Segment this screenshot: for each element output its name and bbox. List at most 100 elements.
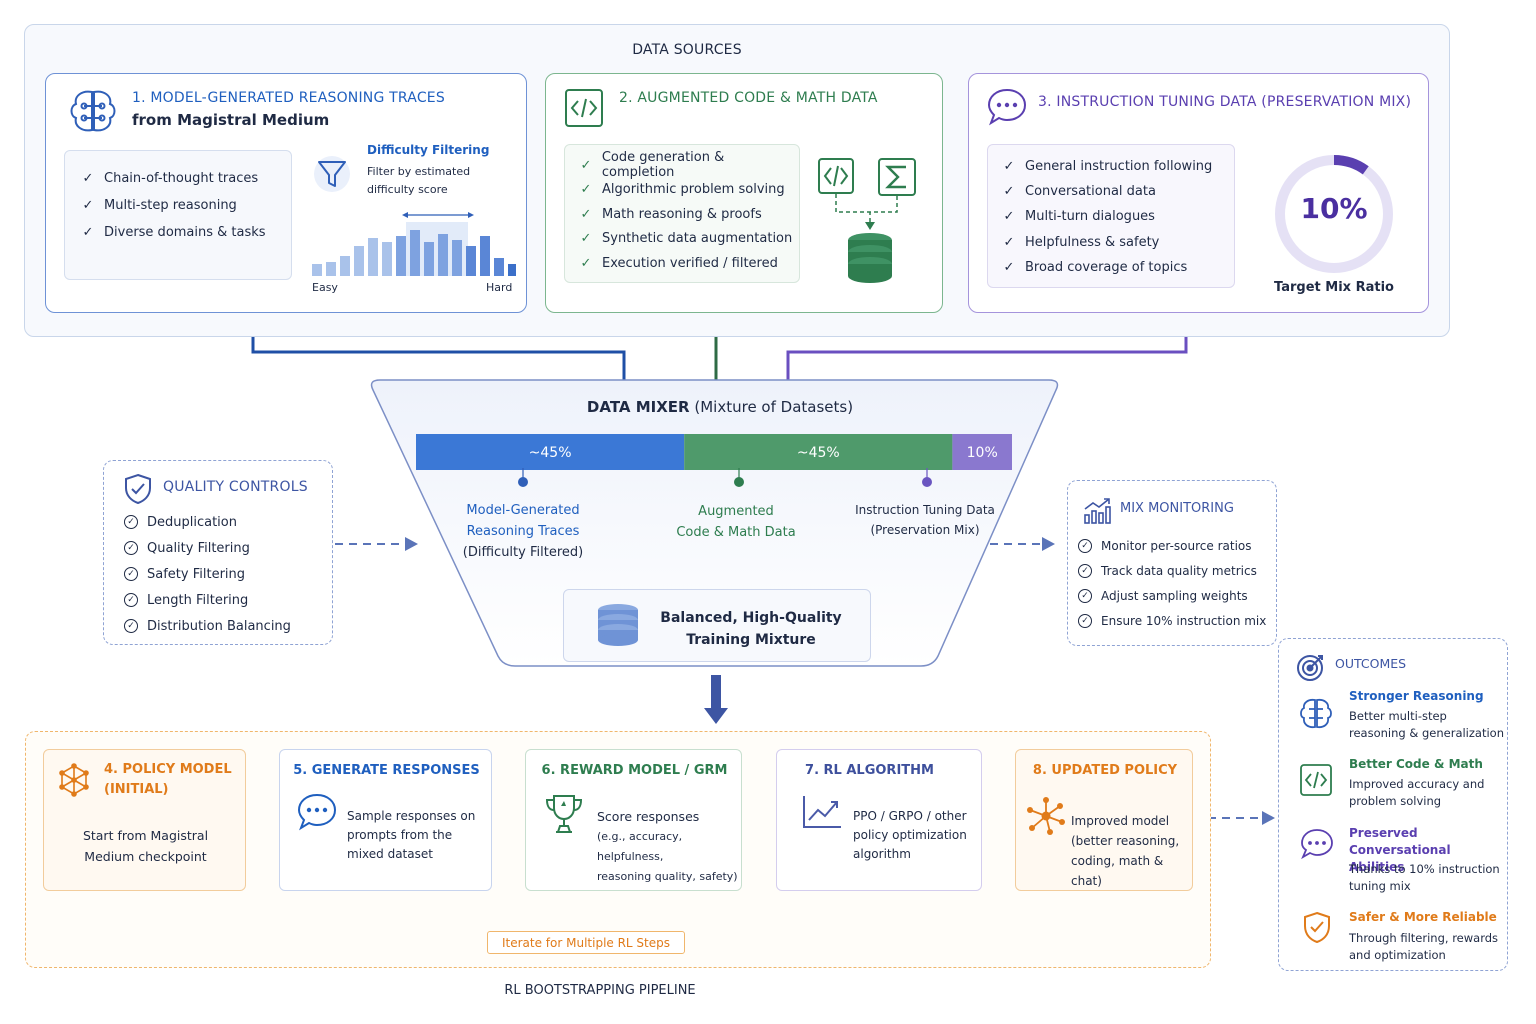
- check-circle-icon: ✓: [124, 515, 138, 529]
- mix-segment-3: [952, 434, 1012, 470]
- mixer-dots: [518, 468, 932, 487]
- difficulty-filter-desc-2: difficulty score: [367, 183, 448, 196]
- trophy-icon: [545, 795, 583, 833]
- code-icon: [1300, 764, 1332, 796]
- check-circle-icon: ✓: [124, 567, 138, 581]
- check-circle-icon: ✓: [124, 593, 138, 607]
- check-circle-icon: ✓: [1078, 563, 1092, 578]
- list-item: ✓Multi-step reasoning: [82, 198, 237, 213]
- mixer-title-row: DATA MIXER (Mixture of Datasets): [560, 398, 880, 416]
- step-7-title: 7. RL ALGORITHM: [805, 763, 934, 778]
- check-icon: ✓: [1003, 259, 1015, 275]
- mix-segment-2: [684, 434, 953, 470]
- pipeline-title: RL BOOTSTRAPPING PIPELINE: [504, 983, 696, 998]
- mix-monitoring-panel: MIX MONITORING ✓Monitor per-source ratio…: [1067, 480, 1277, 646]
- segment-dot: [734, 477, 744, 487]
- list-item: ✓Track data quality metrics: [1078, 558, 1266, 583]
- sigma-icon: [878, 158, 916, 196]
- target-icon: [1297, 655, 1323, 681]
- check-icon: ✓: [1003, 159, 1015, 175]
- list-item: ✓Deduplication: [124, 509, 291, 535]
- list-item: ✓Multi-turn dialogues: [1003, 209, 1155, 225]
- source-1-title: 1. MODEL-GENERATED REASONING TRACES: [132, 90, 445, 106]
- source-card-reasoning-traces: 1. MODEL-GENERATED REASONING TRACES from…: [45, 73, 527, 313]
- source-3-title: 3. INSTRUCTION TUNING DATA (PRESERVATION…: [1038, 94, 1412, 110]
- list-item: ✓Adjust sampling weights: [1078, 583, 1266, 608]
- step-reward-model: 6. REWARD MODEL / GRM Score responses(e.…: [525, 749, 742, 891]
- step-generate-responses: 5. GENERATE RESPONSES Sample responses o…: [279, 749, 492, 891]
- chat-bubble-icon: [987, 88, 1027, 126]
- quality-controls-panel: QUALITY CONTROLS ✓Deduplication ✓Quality…: [103, 460, 333, 645]
- difficulty-filter-desc-1: Filter by estimated: [367, 165, 471, 178]
- mix-monitoring-title: MIX MONITORING: [1120, 501, 1234, 516]
- data-sources-title: DATA SOURCES: [632, 42, 742, 58]
- outcomes-panel: OUTCOMES Stronger Reasoning Better multi…: [1278, 638, 1508, 971]
- check-circle-icon: ✓: [1078, 538, 1092, 553]
- source-3-list-box: ✓General instruction following ✓Conversa…: [987, 144, 1235, 288]
- code-math-database-illustration: [818, 158, 916, 283]
- source-1-subtitle: from Magistral Medium: [132, 111, 330, 129]
- step-6-desc: Score responses(e.g., accuracy, helpfuln…: [597, 809, 738, 883]
- check-icon: ✓: [580, 231, 592, 247]
- list-item: ✓Quality Filtering: [124, 535, 291, 561]
- axis-easy-label: Easy: [312, 281, 338, 294]
- check-icon: ✓: [1003, 209, 1015, 225]
- mixer-subtitle: (Mixture of Datasets): [694, 398, 854, 416]
- mixer-title: DATA MIXER: [586, 398, 690, 416]
- mixer-to-pipeline-arrow: [704, 708, 728, 724]
- segment-dot: [518, 477, 528, 487]
- check-circle-icon: ✓: [1078, 588, 1092, 603]
- chat-bubble-icon: [1301, 829, 1333, 860]
- mix-ratio-arc: [1275, 155, 1393, 273]
- mixer-bar: ~45%~45%10%: [416, 434, 1012, 470]
- source-2-list-box: ✓Code generation & completion ✓Algorithm…: [564, 144, 800, 283]
- list-item: ✓Algorithmic problem solving: [580, 182, 785, 198]
- mix-ratio-ring: [1275, 155, 1393, 273]
- quality-controls-title: QUALITY CONTROLS: [163, 479, 308, 495]
- axis-hard-label: Hard: [486, 281, 513, 294]
- source-card-code-math: 2. AUGMENTED CODE & MATH DATA ✓Code gene…: [545, 73, 943, 313]
- mix-segment-label: ~45%: [797, 445, 840, 461]
- chart-trend-icon: [1084, 498, 1111, 524]
- shield-check-icon: [1304, 911, 1330, 944]
- check-icon: ✓: [1003, 184, 1015, 200]
- list-item: ✓Helpfulness & safety: [1003, 234, 1160, 250]
- mix-ratio-value: 10%: [1300, 192, 1368, 225]
- check-icon: ✓: [580, 206, 592, 222]
- list-item: ✓Synthetic data augmentation: [580, 231, 793, 247]
- check-icon: ✓: [580, 182, 592, 198]
- check-icon: ✓: [580, 157, 592, 173]
- iterate-loop-label: Iterate for Multiple RL Steps: [487, 931, 685, 954]
- source-1-list-box: ✓Chain-of-thought traces ✓Multi-step rea…: [64, 150, 292, 280]
- line-chart-icon: [803, 796, 841, 828]
- source-2-title: 2. AUGMENTED CODE & MATH DATA: [619, 90, 878, 106]
- code-icon: [818, 158, 854, 194]
- mix-ratio-label: Target Mix Ratio: [1274, 280, 1394, 295]
- step-8-desc: Improved model(better reasoning,coding, …: [1071, 814, 1180, 888]
- list-item: ✓Monitor per-source ratios: [1078, 533, 1266, 558]
- check-circle-icon: ✓: [1078, 613, 1092, 628]
- outcomes-title: OUTCOMES: [1335, 656, 1407, 671]
- outcome-1-title: Stronger Reasoning: [1349, 689, 1484, 703]
- step-8-title: 8. UPDATED POLICY: [1032, 763, 1178, 778]
- segment-dot: [922, 477, 932, 487]
- check-circle-icon: ✓: [124, 541, 138, 555]
- mix-segment-label: 10%: [967, 445, 998, 461]
- step-4-title: 4. POLICY MODEL(INITIAL): [104, 762, 232, 797]
- segment-instruction-label: Instruction Tuning Data(Preservation Mix…: [855, 503, 995, 537]
- check-icon: ✓: [82, 171, 94, 186]
- source-card-instruction-tuning: 3. INSTRUCTION TUNING DATA (PRESERVATION…: [968, 73, 1429, 313]
- outcome-4-title: Safer & More Reliable: [1349, 910, 1497, 924]
- list-item: ✓Broad coverage of topics: [1003, 259, 1188, 275]
- brain-icon: [70, 90, 116, 132]
- step-6-title: 6. REWARD MODEL / GRM: [541, 763, 728, 778]
- list-item: ✓Conversational data: [1003, 184, 1156, 200]
- list-item: ✓Length Filtering: [124, 587, 291, 613]
- list-item: ✓Safety Filtering: [124, 561, 291, 587]
